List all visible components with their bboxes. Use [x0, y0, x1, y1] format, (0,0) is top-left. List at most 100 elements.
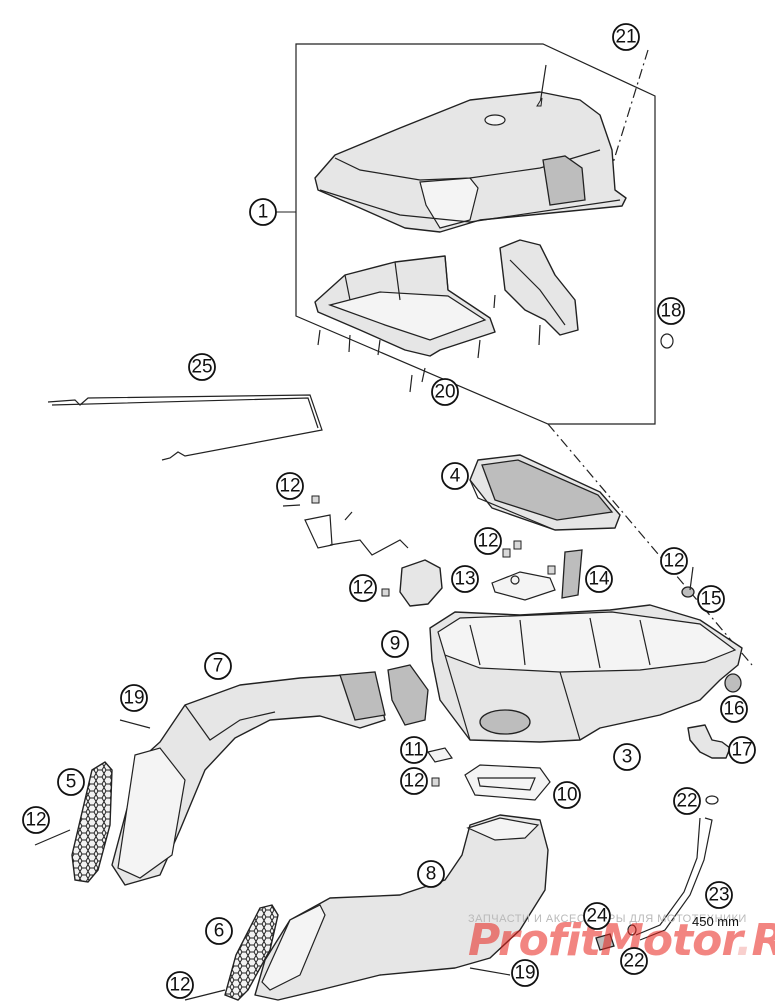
callout-24-label: 24: [586, 906, 608, 927]
callout-15: 15: [697, 585, 725, 613]
callout-6-label: 6: [214, 921, 225, 942]
callout-13: 13: [451, 565, 479, 593]
callout-12a: 12: [276, 472, 304, 500]
callout-12e: 12: [400, 767, 428, 795]
intake-duct-upper: [111, 671, 386, 886]
clip-11: [427, 747, 453, 763]
bolt-12-head-a: [311, 495, 320, 504]
callout-9: 9: [381, 630, 409, 658]
fitting-24: [595, 933, 615, 951]
callout-22a-label: 22: [676, 791, 697, 812]
callout-13-label: 13: [454, 569, 475, 590]
bolt-12-lower: [184, 989, 226, 1001]
callout-24: 24: [583, 902, 611, 930]
callout-12f-label: 12: [25, 810, 46, 831]
callout-9-label: 9: [390, 634, 401, 655]
grille-5: [71, 761, 113, 883]
callout-20-label: 20: [434, 382, 455, 403]
bolt-12-top: [282, 504, 301, 507]
callout-12d-label: 12: [663, 551, 684, 572]
callout-3-label: 3: [622, 747, 633, 768]
callout-20: 20: [431, 378, 459, 406]
intake-duct-lower: [254, 814, 549, 1001]
grille-6: [224, 904, 279, 1001]
callout-7-label: 7: [213, 656, 224, 677]
callout-19a: 19: [120, 684, 148, 712]
gasket-9: [387, 664, 429, 726]
callout-25-label: 25: [191, 357, 212, 378]
callout-7: 7: [204, 652, 232, 680]
callout-17: 17: [728, 736, 756, 764]
callout-12b: 12: [474, 527, 502, 555]
callout-12b-label: 12: [477, 531, 498, 552]
frame-screws: [317, 294, 541, 393]
callout-6: 6: [205, 917, 233, 945]
bolt-12-clip: [431, 777, 440, 787]
wire-25: [47, 394, 323, 461]
callout-15-label: 15: [700, 589, 721, 610]
callout-21: 21: [612, 23, 640, 51]
callout-4: 4: [441, 462, 469, 490]
grommet-15: [681, 586, 695, 598]
callout-12c-label: 12: [352, 578, 373, 599]
callout-1-label: 1: [258, 202, 269, 223]
bolt-19-lower: [469, 967, 511, 976]
callout-12a-label: 12: [279, 476, 300, 497]
bolt-12-head-d: [381, 588, 390, 597]
callout-10-label: 10: [556, 785, 577, 806]
elbow-17: [687, 724, 731, 759]
breather-hose: [639, 817, 713, 941]
callout-11-label: 11: [404, 740, 424, 761]
callout-5-label: 5: [66, 772, 77, 793]
callout-11: 11: [400, 736, 428, 764]
callout-16: 16: [720, 695, 748, 723]
callout-19b: 19: [511, 959, 539, 987]
callout-5: 5: [57, 768, 85, 796]
bolt-12-head-c: [513, 540, 522, 550]
callout-18-label: 18: [660, 301, 681, 322]
flange-plate: [399, 559, 556, 607]
callout-12e-label: 12: [403, 771, 424, 792]
callout-1: 1: [249, 198, 277, 226]
clamp-22-top: [705, 795, 719, 805]
seal-10: [464, 764, 551, 801]
callout-23-label: 23: [708, 885, 729, 906]
callout-4-label: 4: [450, 466, 461, 487]
assembly-frame: [295, 43, 656, 425]
callout-8: 8: [417, 860, 445, 888]
bolt-12-grille: [34, 829, 71, 846]
callout-14-label: 14: [588, 569, 610, 590]
callout-19a-label: 19: [123, 688, 144, 709]
callout-12c: 12: [349, 574, 377, 602]
callout-17-label: 17: [731, 740, 752, 761]
bolt-19-upper: [119, 719, 151, 729]
airbox-base: [429, 604, 743, 743]
callout-22a: 22: [673, 787, 701, 815]
callout-25: 25: [188, 353, 216, 381]
callout-22b-label: 22: [623, 951, 644, 972]
watermark-brand-right: RU: [752, 915, 775, 966]
inner-frame: [314, 255, 496, 357]
callout-10: 10: [553, 781, 581, 809]
callout-3: 3: [613, 743, 641, 771]
bolt-12-head-b: [502, 548, 511, 558]
bolt-12-head-e: [547, 565, 556, 575]
watermark-brand-dot: .: [736, 915, 752, 966]
callout-12f: 12: [22, 806, 50, 834]
strap-14: [561, 549, 583, 599]
callout-16-label: 16: [723, 699, 744, 720]
callout-8-label: 8: [426, 864, 437, 885]
airbox-lid: [314, 91, 627, 233]
air-filter: [469, 454, 621, 531]
frame-dash-line: [547, 423, 753, 666]
callout-14: 14: [585, 565, 613, 593]
mounting-bracket: [304, 511, 409, 556]
callout-21-label: 21: [615, 27, 636, 48]
seal-10-inner: [477, 777, 536, 791]
callout-19b-label: 19: [514, 963, 535, 984]
callout-22b: 22: [620, 947, 648, 975]
wire-25-inner: [51, 397, 319, 429]
breather-hose-edge: [635, 817, 701, 936]
callout-18: 18: [657, 297, 685, 325]
